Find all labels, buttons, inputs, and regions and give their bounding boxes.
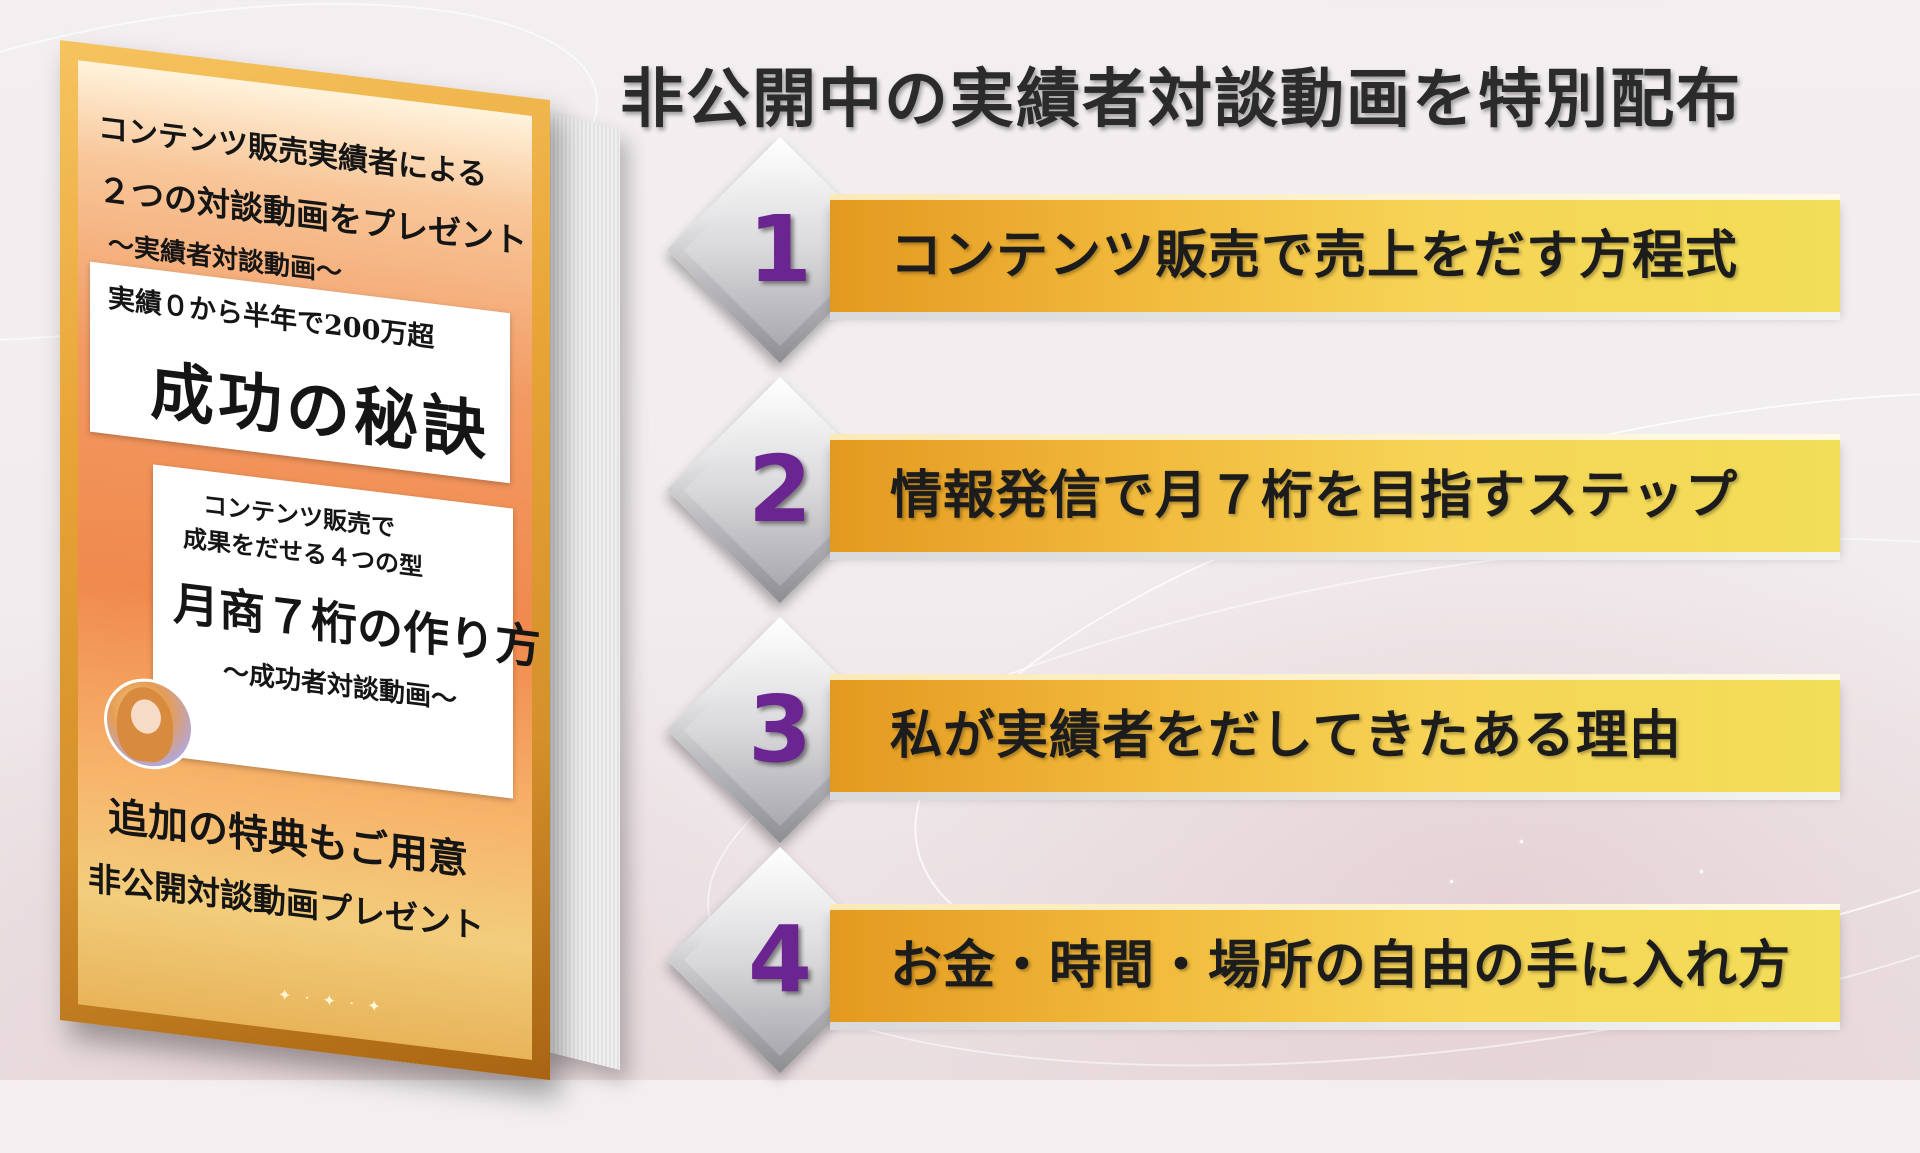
item-text: お金・時間・場所の自由の手に入れ方 [890, 936, 1792, 996]
item-banner: 私が実績者をだしてきたある理由 [830, 674, 1840, 800]
book-cover-inner: コンテンツ販売実績者による ２つの対談動画をプレゼント 〜実績者対談動画〜 実績… [78, 60, 541, 1060]
item-banner: 情報発信で月７桁を目指すステップ [830, 434, 1840, 560]
item-banner: お金・時間・場所の自由の手に入れ方 [830, 904, 1840, 1030]
item-banner: コンテンツ販売で売上をだす方程式 [830, 194, 1840, 320]
list-item-4: 4 お金・時間・場所の自由の手に入れ方 [666, 846, 1860, 1074]
item-number: 2 [747, 436, 812, 543]
list-item-1: 1 コンテンツ販売で売上をだす方程式 [666, 136, 1860, 364]
ebook-mockup: コンテンツ販売実績者による ２つの対談動画をプレゼント 〜実績者対談動画〜 実績… [60, 40, 680, 1081]
item-number: 4 [747, 906, 812, 1013]
item-text: コンテンツ販売で売上をだす方程式 [890, 226, 1739, 286]
cover-sparkle-decoration: ✦ · ✦ · ✦ [278, 984, 385, 1017]
list-item-3: 3 私が実績者をだしてきたある理由 [666, 616, 1860, 844]
cover-feature-box-2: コンテンツ販売で 成果をだせる４つの型 月商７桁の作り方 〜成功者対談動画〜 [153, 464, 541, 799]
sparkle [1700, 870, 1703, 873]
item-number: 1 [747, 196, 812, 303]
sparkle [1520, 840, 1523, 843]
page-headline: 非公開中の実績者対談動画を特別配布 [620, 62, 1742, 137]
list-item-2: 2 情報発信で月７桁を目指すステップ [666, 376, 1860, 604]
item-text: 情報発信で月７桁を目指すステップ [890, 466, 1739, 526]
book-cover: コンテンツ販売実績者による ２つの対談動画をプレゼント 〜実績者対談動画〜 実績… [60, 40, 550, 1081]
item-number: 3 [747, 676, 812, 783]
sparkle [1450, 880, 1453, 883]
item-text: 私が実績者をだしてきたある理由 [890, 706, 1682, 766]
